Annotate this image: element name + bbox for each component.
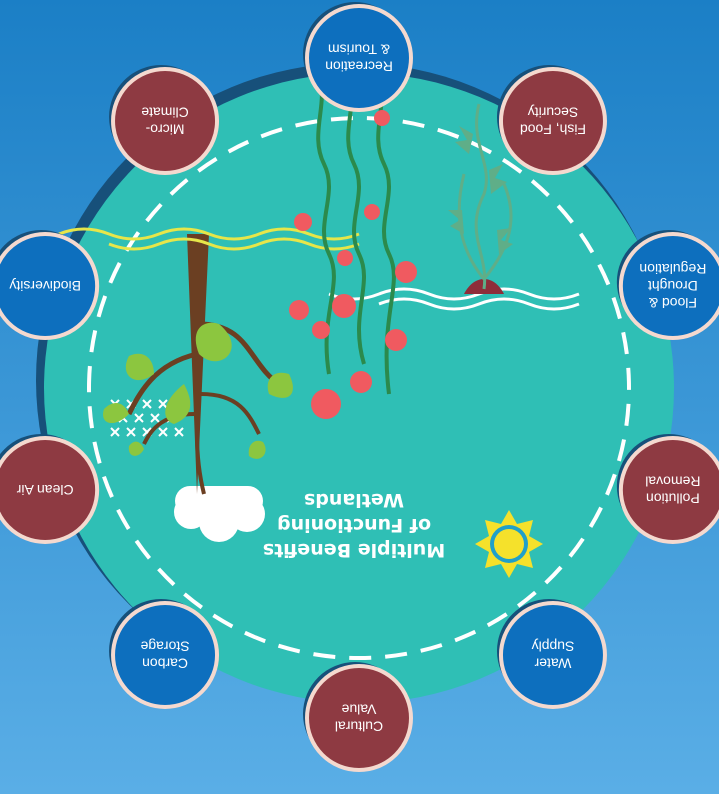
title-line-1: Multiple Benefits	[263, 539, 445, 561]
benefit-label: Flood &	[648, 295, 697, 311]
benefit-label: Removal	[645, 473, 700, 489]
berry-0	[311, 389, 341, 419]
berry-3	[385, 329, 407, 351]
benefit-label: Regulation	[639, 261, 706, 277]
sun-icon	[475, 510, 543, 578]
benefit-label: Fish, Food	[520, 122, 586, 138]
benefit-label: & Tourism	[328, 42, 390, 58]
benefit-label: Security	[528, 105, 579, 121]
benefit-node[interactable]: Micro-Climate	[109, 65, 217, 173]
benefit-label: Water	[534, 655, 571, 671]
title-line-3: Wetlands	[304, 489, 404, 511]
benefit-label: Biodiversity	[9, 278, 81, 294]
berry-4	[332, 294, 356, 318]
benefit-label: Recreation	[325, 59, 393, 75]
benefit-label: Carbon	[142, 655, 188, 671]
benefit-node[interactable]: Recreation& Tourism	[303, 2, 411, 110]
benefit-label: Supply	[532, 638, 575, 654]
berry-8	[364, 204, 380, 220]
berry-5	[289, 300, 309, 320]
benefit-label: Pollution	[646, 490, 700, 506]
benefit-label: Micro-	[145, 122, 184, 138]
berry-10	[374, 110, 390, 126]
benefit-label: Cultural	[335, 719, 383, 735]
title-line-2: of Functioning	[277, 514, 431, 536]
berry-1	[350, 371, 372, 393]
berry-2	[312, 321, 330, 339]
benefit-label: Climate	[141, 105, 189, 121]
berry-6	[395, 261, 417, 283]
benefit-label: Storage	[140, 638, 189, 654]
benefit-label: Value	[341, 702, 376, 718]
benefit-label: Clean Air	[16, 482, 73, 498]
berry-9	[294, 213, 312, 231]
berry-7	[337, 250, 353, 266]
benefit-label: Drought	[648, 278, 698, 294]
